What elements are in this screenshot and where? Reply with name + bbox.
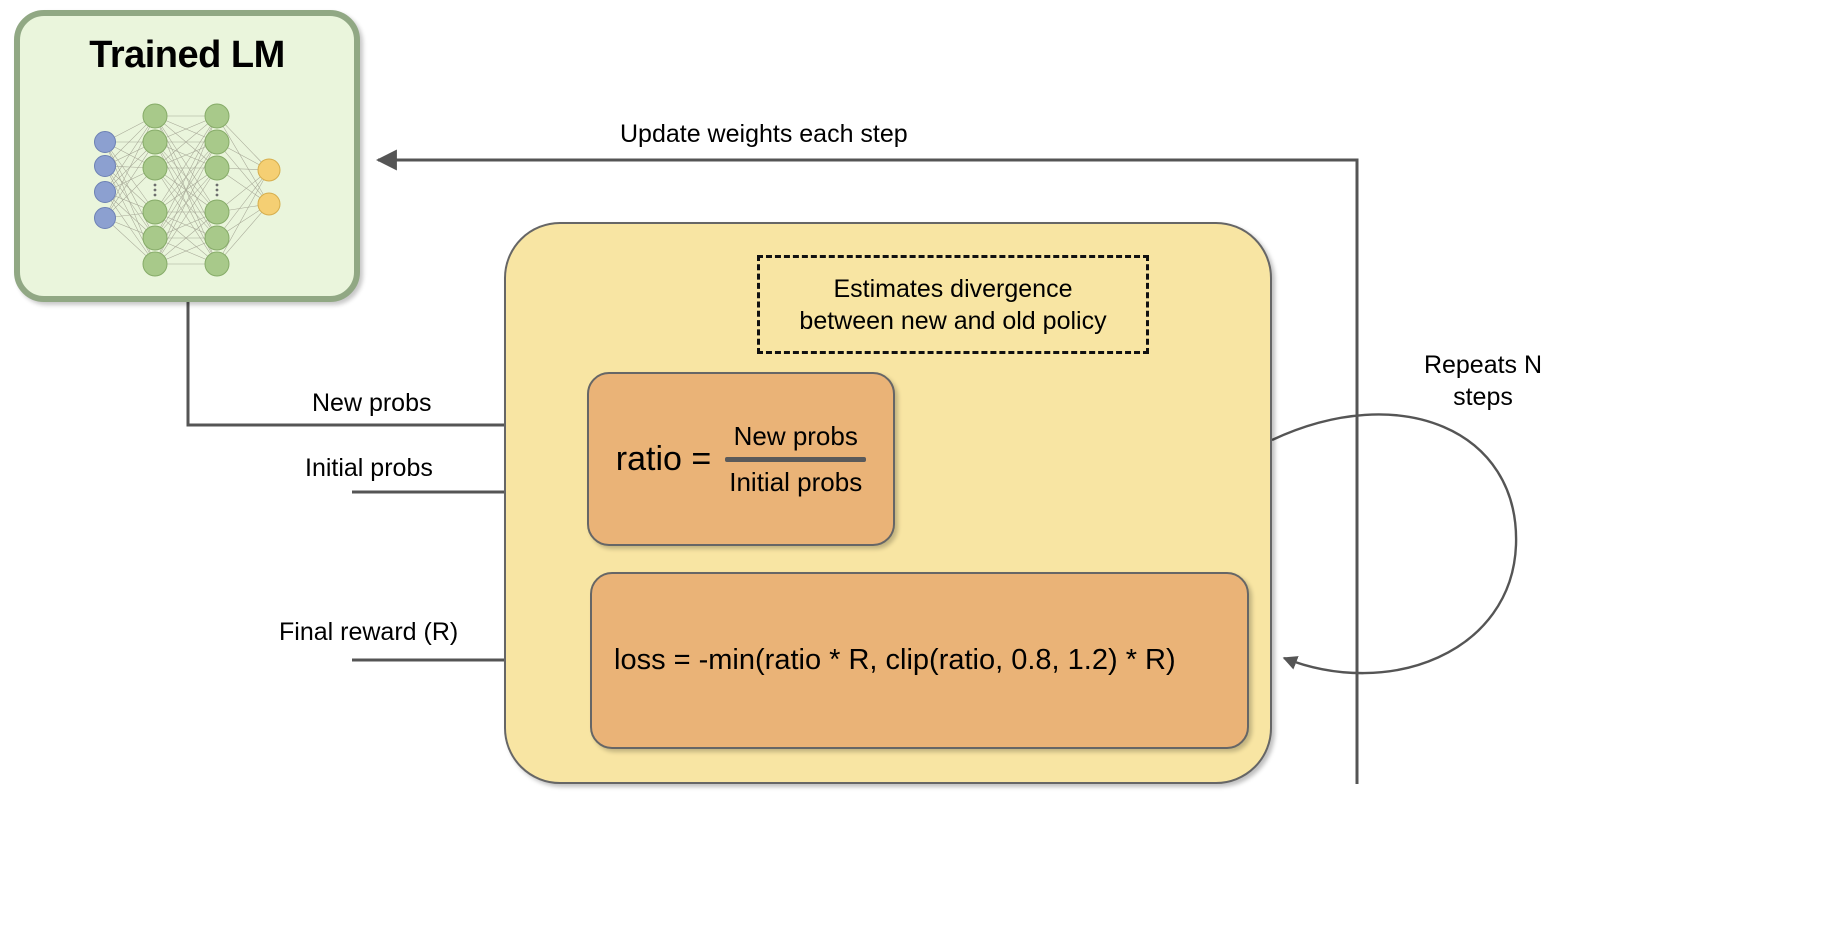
label-repeats-line2: steps xyxy=(1453,382,1513,411)
ratio-fraction: New probs Initial probs xyxy=(725,420,867,499)
label-repeats-line1: Repeats N xyxy=(1423,351,1543,379)
label-repeats-n-steps: Repeats N steps xyxy=(1418,350,1548,413)
neural-network-illustration xyxy=(77,94,297,292)
ratio-denominator: Initial probs xyxy=(729,466,863,497)
ratio-equals-label: ratio = xyxy=(615,439,712,478)
ratio-numerator: New probs xyxy=(733,420,858,451)
label-new-probs: New probs xyxy=(312,389,432,417)
trained-lm-title: Trained LM xyxy=(89,34,285,76)
trained-lm-card: Trained LM xyxy=(14,10,360,302)
loss-equation: loss = -min(ratio * R, clip(ratio, 0.8, … xyxy=(614,644,1176,676)
divergence-note-line1: Estimates divergence xyxy=(833,274,1073,303)
ratio-box: ratio = New probs Initial probs xyxy=(587,372,895,546)
label-initial-probs: Initial probs xyxy=(305,454,433,482)
divergence-note-line2: between new and old policy xyxy=(799,306,1107,335)
divergence-note: Estimates divergence between new and old… xyxy=(757,255,1149,354)
fraction-bar xyxy=(725,456,867,462)
arrow-repeat-loop xyxy=(1271,413,1518,675)
label-update-weights: Update weights each step xyxy=(620,120,908,148)
loss-box: loss = -min(ratio * R, clip(ratio, 0.8, … xyxy=(590,572,1249,749)
label-final-reward: Final reward (R) xyxy=(279,618,459,646)
